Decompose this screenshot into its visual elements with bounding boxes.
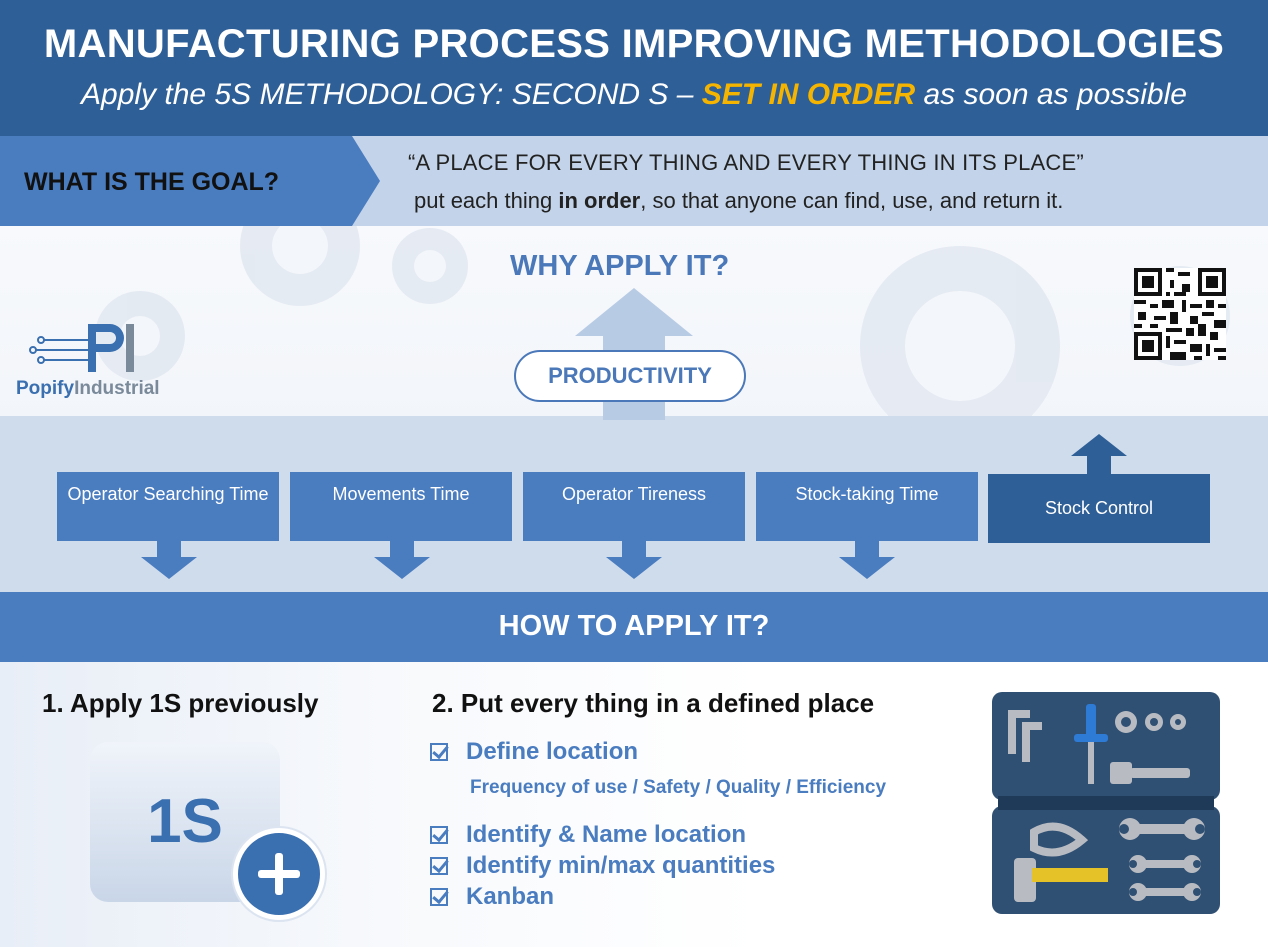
goal-quote: “A PLACE FOR EVERY THING AND EVERY THING…: [408, 150, 1084, 175]
qr-code-icon: [1134, 268, 1226, 360]
goal-desc-bold: in order: [558, 188, 641, 213]
plus-glyph: [258, 853, 300, 895]
plus-icon: [233, 828, 325, 920]
page-subtitle: Apply the 5S METHODOLOGY: SECOND S – SET…: [0, 78, 1268, 112]
checklist-item-label: Identify min/max quantities: [466, 852, 776, 879]
goal-label-box: WHAT IS THE GOAL?: [0, 136, 380, 226]
factor-movements-time: Movements Time: [290, 472, 512, 541]
logo-text-b: Industrial: [74, 378, 160, 399]
logo-mark-icon: [29, 324, 134, 372]
factor-stock-taking-time: Stock-taking Time: [756, 472, 978, 541]
factor-operator-searching-time: Operator Searching Time: [57, 472, 279, 541]
page-title: MANUFACTURING PROCESS IMPROVING METHODOL…: [43, 22, 1225, 66]
checkbox-icon: [430, 743, 448, 761]
checklist-item-label: Kanban: [466, 883, 555, 910]
header-banner: MANUFACTURING PROCESS IMPROVING METHODOL…: [0, 0, 1268, 136]
checklist-item-identify-name: Identify & Name location: [430, 821, 746, 849]
popify-logo: PopifyIndustrial: [14, 322, 184, 406]
how-steps: 1. Apply 1S previously 1S 2. Put every t…: [0, 662, 1268, 947]
goal-label-shape: [0, 136, 380, 226]
goal-desc-suffix: , so that anyone can find, use, and retu…: [640, 188, 1064, 213]
factor-operator-tireness: Operator Tireness: [523, 472, 745, 541]
checklist-item-min-max: Identify min/max quantities: [430, 852, 775, 880]
checklist-item-label: Identify & Name location: [466, 821, 747, 848]
productivity-pill: PRODUCTIVITY: [514, 350, 746, 402]
step2-title: 2. Put every thing in a defined place: [432, 688, 875, 718]
checklist-item-label: Define location: [466, 738, 639, 765]
goal-description: put each thing in order, so that anyone …: [414, 188, 1063, 214]
checkbox-icon: [430, 888, 448, 906]
decrease-arrow-icon: [141, 541, 197, 579]
subtitle-prefix: Apply the 5S METHODOLOGY: SECOND S –: [81, 78, 702, 111]
decrease-arrow-icon: [374, 541, 430, 579]
location-criteria: Frequency of use / Safety / Quality / Ef…: [470, 777, 887, 798]
step1-title: 1. Apply 1S previously: [42, 688, 319, 718]
increase-arrow-icon: [1071, 434, 1127, 474]
checklist-item-kanban: Kanban: [430, 883, 554, 911]
how-band: HOW TO APPLY IT?: [0, 592, 1268, 662]
why-title: WHY APPLY IT?: [510, 250, 730, 282]
decrease-arrow-icon: [839, 541, 895, 579]
why-section: PopifyIndustrial WHY APPLY IT? PRODUCTIV…: [0, 226, 1268, 592]
how-title: HOW TO APPLY IT?: [498, 610, 770, 642]
logo-text-a: Popify: [16, 378, 75, 399]
subtitle-highlight: SET IN ORDER: [701, 78, 916, 111]
qr-code-pattern: [1134, 268, 1226, 360]
decrease-arrow-icon: [606, 541, 662, 579]
factor-stock-control: Stock Control: [988, 474, 1210, 543]
goal-label: WHAT IS THE GOAL?: [24, 168, 280, 196]
checklist-item-define-location: Define location: [430, 738, 638, 766]
subtitle-suffix: as soon as possible: [915, 78, 1187, 111]
logo-wordmark: PopifyIndustrial: [16, 378, 160, 400]
1s-card-label: 1S: [147, 787, 223, 856]
checkbox-icon: [430, 826, 448, 844]
goal-band: WHAT IS THE GOAL? “A PLACE FOR EVERY THI…: [0, 136, 1268, 226]
checkbox-icon: [430, 857, 448, 875]
toolbox-icon: [992, 692, 1220, 914]
goal-desc-prefix: put each thing: [414, 188, 559, 213]
